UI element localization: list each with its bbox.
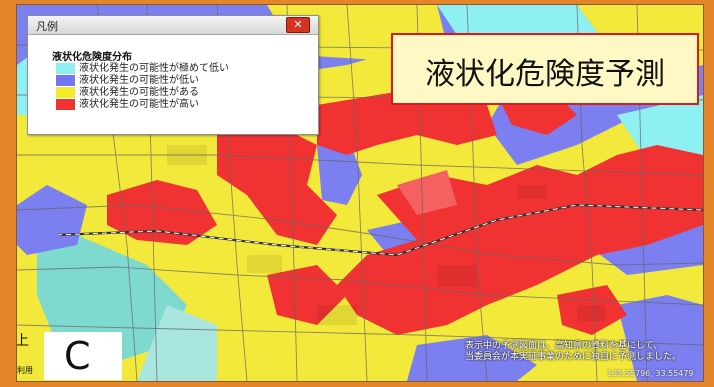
legend-item-high: 液状化発生の可能性が高い xyxy=(56,99,199,111)
credit-line-1: 表示中の予測図面は、高知県の資料を基にして、 xyxy=(465,341,663,351)
panel-letter-box: C xyxy=(44,332,122,380)
legend-label: 液状化発生の可能性がある xyxy=(79,87,199,98)
legend-header: 凡例 ✕ xyxy=(28,16,318,35)
legend-swatch xyxy=(56,75,75,86)
map-title-box: 液状化危険度予測 xyxy=(391,33,699,105)
legend-item-possible: 液状化発生の可能性がある xyxy=(56,87,199,99)
edge-label: 上 xyxy=(16,333,29,349)
legend-swatch xyxy=(56,63,75,74)
legend-item-low: 液状化発生の可能性が低い xyxy=(56,75,199,87)
legend-item-very-low: 液状化発生の可能性が極めて低い xyxy=(56,63,229,75)
legend-label: 液状化発生の可能性が高い xyxy=(79,99,199,110)
hazard-map[interactable]: 凡例 ✕ 液状化危険度分布 液状化発生の可能性が極めて低い 液状化発生の可能性が… xyxy=(16,4,704,382)
legend-heading: 液状化危険度分布 xyxy=(52,52,132,63)
close-button[interactable]: ✕ xyxy=(286,17,310,33)
edge-label-small: 利用 xyxy=(17,366,33,375)
legend-panel[interactable]: 凡例 ✕ 液状化危険度分布 液状化発生の可能性が極めて低い 液状化発生の可能性が… xyxy=(27,15,319,135)
credit-line-2: 当委員会が本実証事業のために独自に予測しました。 xyxy=(465,352,682,362)
panel-letter: C xyxy=(64,334,91,378)
map-title: 液状化危険度予測 xyxy=(425,57,665,92)
legend-label: 液状化発生の可能性が低い xyxy=(79,75,199,86)
coordinate-readout: 133.55796, 33.55479 xyxy=(607,369,694,378)
legend-label: 液状化発生の可能性が極めて低い xyxy=(79,63,229,74)
legend-title: 凡例 xyxy=(36,20,58,33)
legend-swatch xyxy=(56,99,75,110)
map-credit: 表示中の予測図面は、高知県の資料を基にして、 当委員会が本実証事業のために独自に… xyxy=(465,341,681,363)
legend-swatch xyxy=(56,87,75,98)
